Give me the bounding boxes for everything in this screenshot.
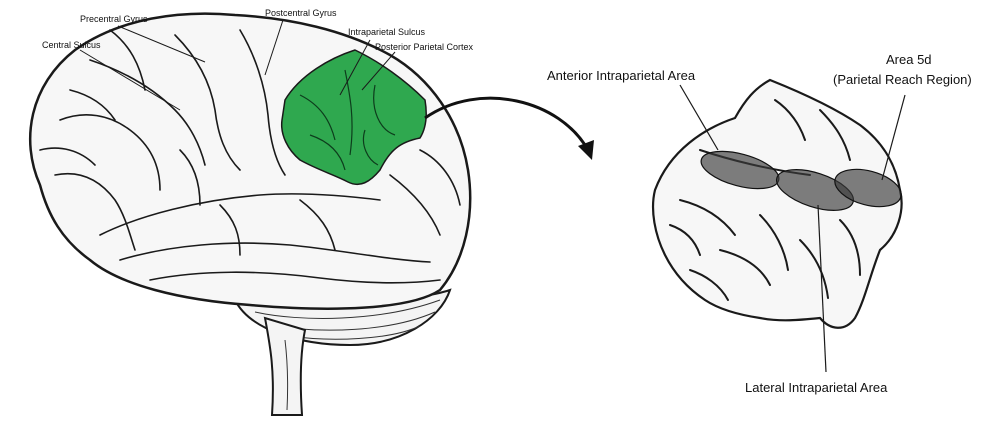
postcentral-gyrus-label: Postcentral Gyrus (265, 8, 337, 18)
precentral-gyrus-label: Precentral Gyrus (80, 14, 148, 24)
central-sulcus-label: Central Sulcus (42, 40, 101, 50)
cerebrum (30, 14, 470, 309)
brain-illustration: Precentral Gyrus Postcentral Gyrus Centr… (30, 8, 473, 415)
posterior-parietal-cortex-label: Posterior Parietal Cortex (375, 42, 474, 52)
area-5d-label: Area 5d (886, 52, 932, 67)
intraparietal-sulcus-label: Intraparietal Sulcus (348, 27, 426, 37)
parietal-inset: Anterior Intraparietal Area Area 5d (Par… (547, 52, 972, 395)
brainstem (265, 318, 305, 415)
parietal-reach-region-label: (Parietal Reach Region) (833, 72, 972, 87)
anterior-intraparietal-area-label: Anterior Intraparietal Area (547, 68, 696, 83)
lateral-intraparietal-area-label: Lateral Intraparietal Area (745, 380, 888, 395)
